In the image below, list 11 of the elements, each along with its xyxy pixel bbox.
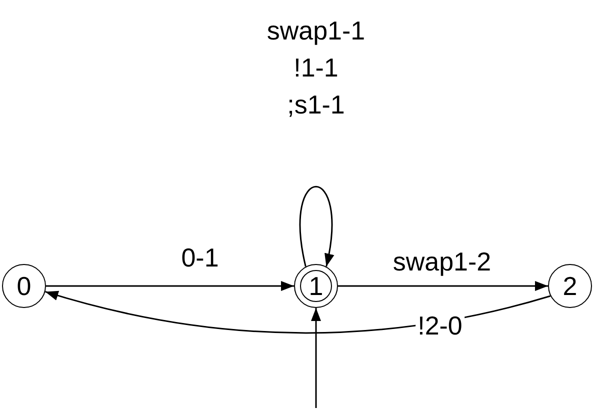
accepting-state-circle	[294, 264, 338, 308]
state-circle	[2, 264, 46, 308]
state-label: 0	[16, 270, 32, 302]
transition-arrow	[45, 290, 551, 334]
state-label: 1	[308, 270, 324, 302]
transition-arrow	[46, 281, 294, 291]
transition-arrow	[338, 281, 548, 291]
state-label: 2	[562, 270, 578, 302]
self-loop-arrow	[299, 186, 334, 267]
transition-arrow	[311, 308, 321, 408]
state-circle	[548, 264, 592, 308]
